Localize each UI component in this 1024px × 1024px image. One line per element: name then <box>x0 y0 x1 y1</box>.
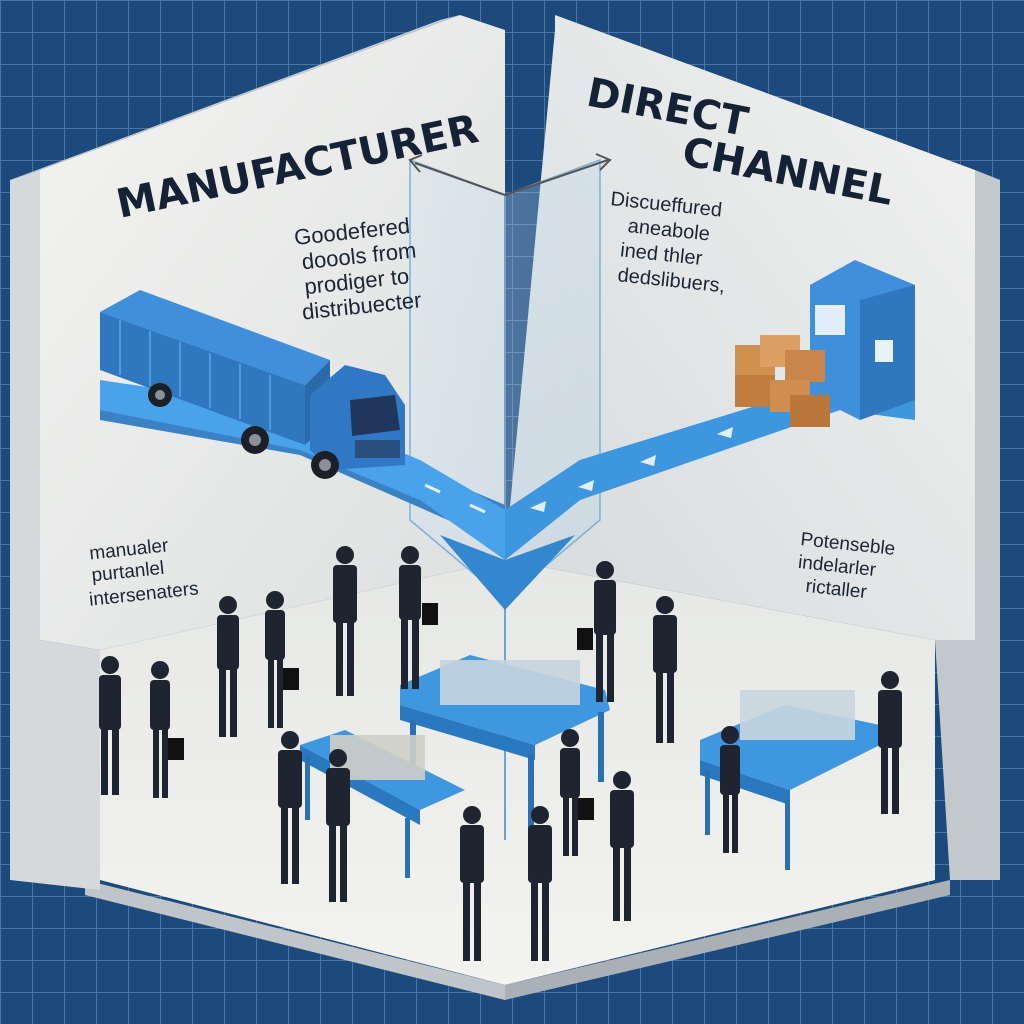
table-icon <box>300 655 880 878</box>
truck-icon <box>100 290 405 479</box>
person-icon <box>99 546 902 961</box>
retailer-note: Potenseble indelarler rictaller <box>795 529 902 606</box>
manufacturer-note: Goodefered doools from prodiger to distr… <box>293 212 429 325</box>
left-wall-top <box>10 15 460 180</box>
floor <box>100 560 935 985</box>
boxes-icon <box>735 260 915 427</box>
floor-edge-left <box>85 880 505 1000</box>
floor-edge-right <box>505 880 950 1000</box>
right-wall-edge <box>935 170 1000 880</box>
left-wall-edge <box>10 170 100 890</box>
arrow-icon <box>408 153 612 196</box>
